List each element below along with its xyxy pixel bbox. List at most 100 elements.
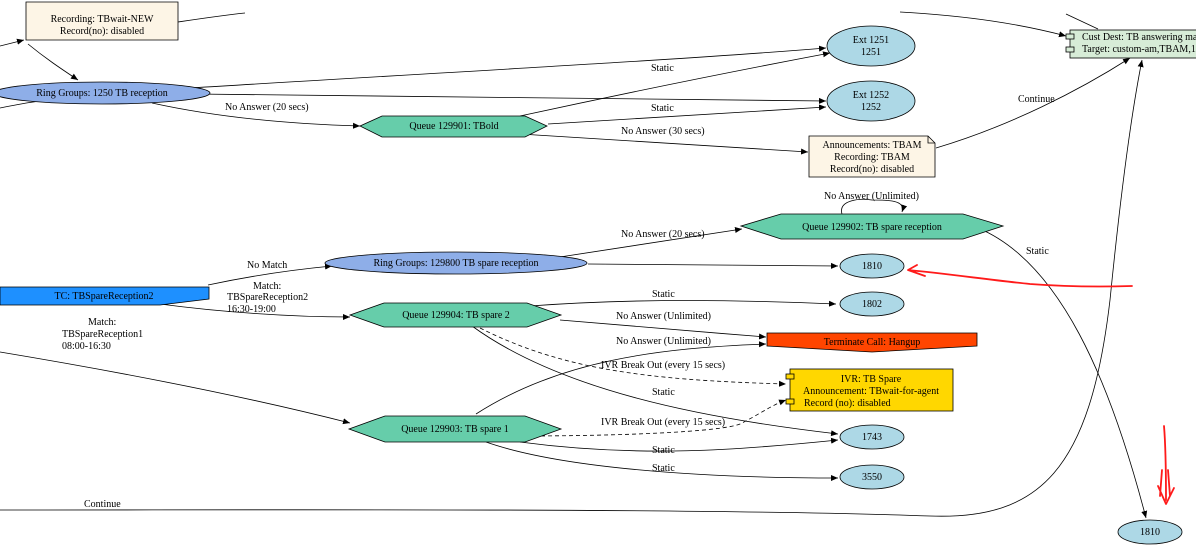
edge-label-match-evening-2: TBSpareReception2	[227, 292, 308, 303]
edge-recording-out	[177, 12, 246, 23]
node-ring-group-129800[interactable]: Ring Groups: 129800 TB spare reception	[324, 251, 588, 275]
node-ext-1251-line2: 1251	[861, 47, 881, 58]
node-queue-129904[interactable]: Queue 129904: TB spare 2	[348, 302, 563, 328]
edges	[0, 11, 1148, 519]
edge-q129903-to-1743	[519, 437, 839, 452]
edge-tc-to-q129904	[159, 303, 351, 320]
node-queue-129901[interactable]: Queue 129901: TBold	[359, 115, 548, 138]
edge-label-static-1743-from2: Static	[652, 387, 675, 398]
node-ext-1802-label: 1802	[862, 299, 882, 310]
node-ext-1810-b-label: 1810	[1140, 527, 1160, 538]
node-ext-1251-line1: Ext 1251	[853, 35, 889, 46]
node-ivr-tb-spare[interactable]: IVR: TB Spare Announcement: TBwait-for-a…	[785, 368, 954, 412]
edge-label-ivr-breakout-2: IVR Break Out (every 15 secs)	[601, 360, 725, 371]
node-ext-1252-line1: Ext 1252	[853, 90, 889, 101]
edge-label-no-answer-20-spare: No Answer (20 secs)	[621, 229, 705, 240]
edge-label-no-match: No Match	[247, 260, 287, 271]
edge-continue-to-custdest	[0, 59, 1144, 517]
node-queue-129904-label: Queue 129904: TB spare 2	[402, 310, 510, 321]
node-terminate-call[interactable]: Terminate Call: Hangup	[766, 332, 978, 353]
red-arrow-annotation-down	[1157, 425, 1175, 505]
node-ext-1802[interactable]: 1802	[839, 291, 905, 317]
edge-label-no-answer-unlimited-1: No Answer (Unlimited)	[616, 336, 711, 347]
node-queue-129903[interactable]: Queue 129903: TB spare 1	[347, 415, 563, 443]
node-recording-tbwait[interactable]: Recording: TBwait-NEW Record(no): disabl…	[25, 1, 179, 41]
edge-label-no-answer-20-rg: No Answer (20 secs)	[225, 102, 309, 113]
node-ext-3550[interactable]: 3550	[839, 464, 905, 490]
node-terminate-call-label: Terminate Call: Hangup	[824, 337, 921, 348]
node-ext-3550-label: 3550	[862, 472, 882, 483]
node-announcement-tbam[interactable]: Announcements: TBAM Recording: TBAM Reco…	[808, 135, 936, 178]
nodes: Recording: TBwait-NEW Record(no): disabl…	[0, 1, 1196, 545]
node-tc-tbsparereception2-label: TC: TBSpareReception2	[55, 291, 154, 302]
node-ext-1251[interactable]: Ext 1251 1251	[826, 25, 916, 67]
edge-rg1250-to-q129901	[151, 102, 361, 129]
edge-q129902-to-1810b	[977, 227, 1148, 519]
edge-q129903-to-ivr	[519, 399, 787, 437]
edge-label-static-1252: Static	[651, 103, 674, 114]
edge-label-ivr-breakout-1: IVR Break Out (every 15 secs)	[601, 417, 725, 428]
edge-label-static-1251: Static	[651, 63, 674, 74]
node-announcement-tbam-line2: Recording: TBAM	[834, 152, 910, 163]
edge-rg129800-to-q129902	[559, 227, 743, 258]
edge-q129902-selfloop	[841, 198, 908, 215]
node-ext-1743[interactable]: 1743	[839, 424, 905, 450]
node-recording-tbwait-line2: Record(no): disabled	[60, 26, 144, 37]
node-announcement-tbam-line3: Record(no): disabled	[830, 164, 914, 175]
edge-q129901-to-announcement	[519, 133, 809, 155]
node-queue-129903-label: Queue 129903: TB spare 1	[401, 424, 509, 435]
edge-rg1250-to-1252	[194, 93, 827, 104]
node-ring-group-1250-label: Ring Groups: 1250 TB reception	[36, 88, 167, 99]
edge-top-into-custdest	[1065, 13, 1099, 30]
edge-label-match-day-3: 08:00-16:30	[62, 341, 111, 352]
red-annotations	[907, 264, 1175, 505]
node-ext-1252[interactable]: Ext 1252 1252	[826, 80, 916, 122]
edge-rg129800-to-1810a	[587, 262, 839, 269]
node-ring-group-129800-label: Ring Groups: 129800 TB spare reception	[373, 258, 538, 269]
edge-q129903-to-terminate	[475, 341, 767, 415]
edge-q129904-to-1802	[529, 300, 837, 307]
edge-label-static-right: Static	[1026, 246, 1049, 257]
node-tc-tbsparereception2[interactable]: TC: TBSpareReception2	[0, 286, 210, 306]
node-ext-1810-a[interactable]: 1810	[839, 253, 905, 279]
edge-q129901-to-1251	[519, 51, 831, 117]
edge-label-continue-top: Continue	[1018, 94, 1055, 105]
node-queue-129902[interactable]: Queue 129902: TB spare reception	[739, 213, 1005, 240]
node-ext-1810-a-label: 1810	[862, 261, 882, 272]
node-queue-129902-label: Queue 129902: TB spare reception	[802, 222, 942, 233]
edge-label-static-1743-from1: Static	[652, 445, 675, 456]
node-ext-1252-line2: 1252	[861, 102, 881, 113]
node-ivr-tb-spare-line1: IVR: TB Spare	[841, 374, 902, 385]
red-arrow-annotation-1810	[907, 264, 1133, 288]
node-ivr-tb-spare-line2: Announcement: TBwait-for-agent	[803, 386, 939, 397]
edge-label-static-3550: Static	[652, 463, 675, 474]
edge-q129904-to-ivr	[479, 327, 787, 387]
edge-label-match-day-1: Match:	[88, 317, 116, 328]
edge-label-no-answer-30: No Answer (30 secs)	[621, 126, 705, 137]
node-announcement-tbam-line1: Announcements: TBAM	[823, 140, 922, 151]
node-ext-1810-b[interactable]: 1810	[1117, 519, 1183, 545]
edge-q129904-to-terminate	[559, 319, 767, 340]
edge-rg1250-to-1251	[189, 45, 827, 89]
node-ext-1743-label: 1743	[862, 432, 882, 443]
edge-q129901-to-1252	[547, 104, 827, 125]
edge-label-static-1802: Static	[652, 289, 675, 300]
edge-label-no-answer-unlimited-self: No Answer (Unlimited)	[824, 191, 919, 202]
edge-label-continue-bottom: Continue	[84, 499, 121, 510]
edge-labels: Static Static No Answer (20 secs) No Ans…	[62, 63, 1055, 510]
edge-announcement-to-custdest	[935, 57, 1131, 149]
edge-label-no-answer-unlimited-2: No Answer (Unlimited)	[616, 311, 711, 322]
edge-q129903-to-3550	[485, 441, 839, 481]
node-ring-group-1250[interactable]: Ring Groups: 1250 TB reception	[0, 81, 211, 105]
edge-label-match-evening-1: Match:	[253, 281, 281, 292]
edge-recording-to-ringgroup	[27, 43, 79, 81]
edge-tc-to-rg129800	[207, 263, 333, 286]
edge-top-to-custdest	[899, 11, 1067, 38]
edge-top-left-to-recording	[0, 38, 25, 47]
node-cust-dest[interactable]: Cust Dest: TB answering ma Target: custo…	[1065, 29, 1196, 59]
edge-left-to-q129903	[0, 351, 351, 425]
node-ivr-tb-spare-line3: Record (no): disabled	[804, 398, 891, 409]
node-cust-dest-line1: Cust Dest: TB answering ma	[1082, 32, 1196, 43]
edge-q129904-to-1743	[471, 325, 839, 437]
edge-label-match-evening-3: 16:30-19:00	[227, 304, 276, 315]
